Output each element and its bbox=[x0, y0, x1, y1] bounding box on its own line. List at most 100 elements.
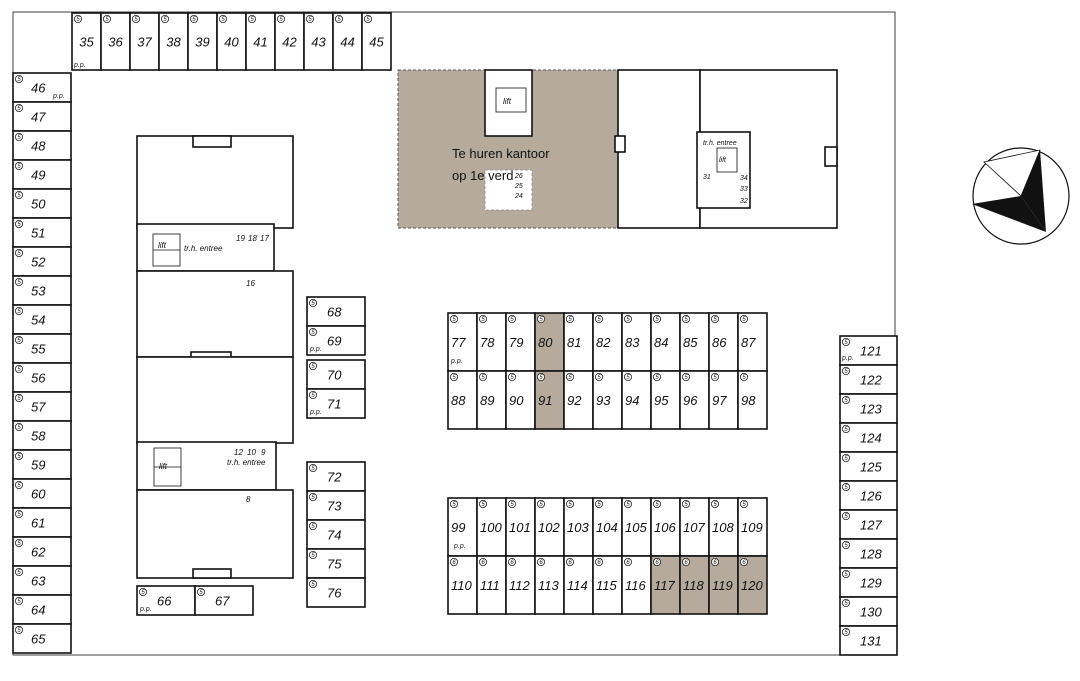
parking-spot-83[interactable]: 583 bbox=[621, 312, 652, 372]
parking-spot-89[interactable]: 589 bbox=[476, 370, 507, 430]
parking-spot-95[interactable]: 595 bbox=[650, 370, 681, 430]
parking-spot-87[interactable]: 587 bbox=[737, 312, 768, 372]
parking-spot-84[interactable]: 584 bbox=[650, 312, 681, 372]
parking-spot-62[interactable]: 562 bbox=[12, 536, 72, 567]
parking-spot-65[interactable]: 565 bbox=[12, 623, 72, 654]
parking-spot-67[interactable]: 567 bbox=[194, 585, 254, 616]
parking-spot-80[interactable]: 580 bbox=[534, 312, 565, 372]
parking-spot-55[interactable]: 555 bbox=[12, 333, 72, 364]
parking-spot-54[interactable]: 554 bbox=[12, 304, 72, 335]
parking-spot-53[interactable]: 553 bbox=[12, 275, 72, 306]
parking-spot-79[interactable]: 579 bbox=[505, 312, 536, 372]
parking-spot-72[interactable]: 572 bbox=[306, 461, 366, 492]
parking-spot-68[interactable]: 568 bbox=[306, 296, 366, 327]
parking-spot-97[interactable]: 597 bbox=[708, 370, 739, 430]
parking-spot-82[interactable]: 582 bbox=[592, 312, 623, 372]
parking-spot-74[interactable]: 574 bbox=[306, 519, 366, 550]
parking-spot-42[interactable]: 542 bbox=[274, 12, 305, 71]
parking-spot-75[interactable]: 575 bbox=[306, 548, 366, 579]
parking-spot-52[interactable]: 552 bbox=[12, 246, 72, 277]
parking-spot-70[interactable]: 570 bbox=[306, 359, 366, 390]
parking-spot-90[interactable]: 590 bbox=[505, 370, 536, 430]
parking-spot-56[interactable]: 556 bbox=[12, 362, 72, 393]
parking-spot-81[interactable]: 581 bbox=[563, 312, 594, 372]
parking-spot-45[interactable]: 545 bbox=[361, 12, 392, 71]
parking-spot-64[interactable]: 564 bbox=[12, 594, 72, 625]
parking-spot-59[interactable]: 559 bbox=[12, 449, 72, 480]
parking-spot-41[interactable]: 541 bbox=[245, 12, 276, 71]
spot-number: 86 bbox=[712, 335, 727, 350]
parking-spot-39[interactable]: 539 bbox=[187, 12, 218, 71]
parking-spot-57[interactable]: 557 bbox=[12, 391, 72, 422]
parking-spot-58[interactable]: 558 bbox=[12, 420, 72, 451]
parking-spot-40[interactable]: 540 bbox=[216, 12, 247, 71]
parking-spot-38[interactable]: 538 bbox=[158, 12, 189, 71]
parking-spot-85[interactable]: 585 bbox=[679, 312, 710, 372]
parking-spot-44[interactable]: 544 bbox=[332, 12, 363, 71]
parking-spot-36[interactable]: 536 bbox=[100, 12, 131, 71]
parking-spot-73[interactable]: 573 bbox=[306, 490, 366, 521]
parking-spot-94[interactable]: 594 bbox=[621, 370, 652, 430]
parking-spot-93[interactable]: 593 bbox=[592, 370, 623, 430]
parking-spot-48[interactable]: 548 bbox=[12, 130, 72, 161]
parking-spot-51[interactable]: 551 bbox=[12, 217, 72, 248]
parking-spot-50[interactable]: 550 bbox=[12, 188, 72, 219]
parking-spot-78[interactable]: 578 bbox=[476, 312, 507, 372]
parking-spot-98[interactable]: 598 bbox=[737, 370, 768, 430]
parking-spot-91[interactable]: 591 bbox=[534, 370, 565, 430]
parking-spot-86[interactable]: 586 bbox=[708, 312, 739, 372]
spot-number: 52 bbox=[31, 255, 46, 270]
parking-spot-43[interactable]: 543 bbox=[303, 12, 334, 71]
parking-spot-88[interactable]: 588 bbox=[447, 370, 478, 430]
parking-spot-63[interactable]: 563 bbox=[12, 565, 72, 596]
parking-spot-37[interactable]: 537 bbox=[129, 12, 160, 71]
parking-spot-92[interactable]: 592 bbox=[563, 370, 594, 430]
parking-spot-47[interactable]: 547 bbox=[12, 101, 72, 132]
parking-spot-49[interactable]: 549 bbox=[12, 159, 72, 190]
parking-spot-76[interactable]: 576 bbox=[306, 577, 366, 608]
parking-spot-60[interactable]: 560 bbox=[12, 478, 72, 509]
parking-spot-96[interactable]: 596 bbox=[679, 370, 710, 430]
parking-spot-61[interactable]: 561 bbox=[12, 507, 72, 538]
spot-marker-icon bbox=[14, 509, 23, 518]
